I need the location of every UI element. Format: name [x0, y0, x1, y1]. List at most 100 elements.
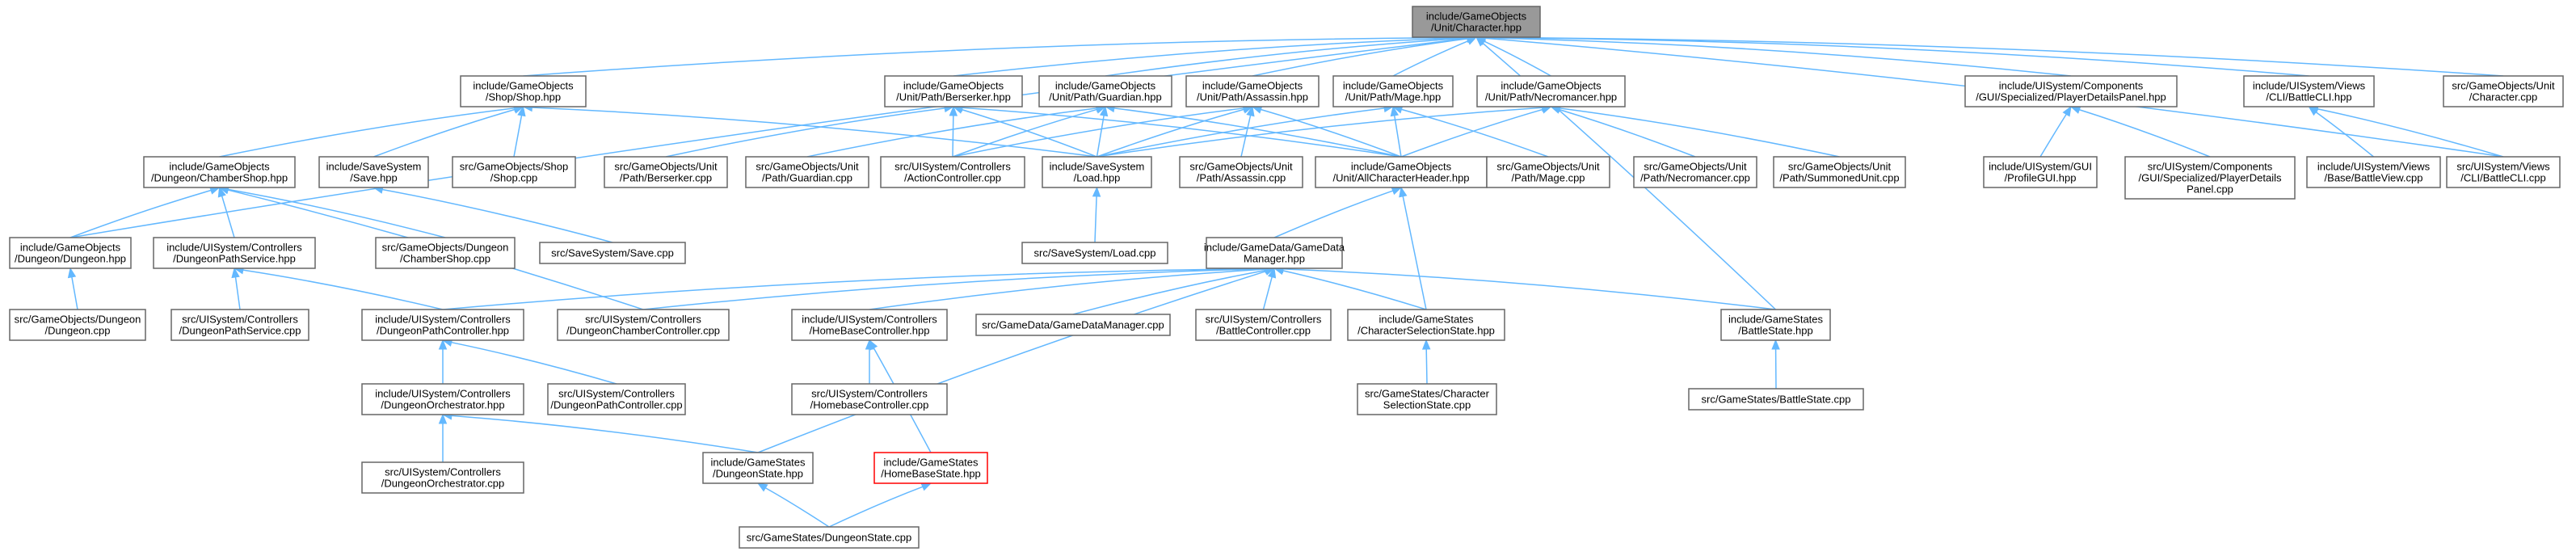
node-box[interactable] [1206, 237, 1343, 269]
node-dpsvccpp[interactable]: src/UISystem/Controllers/DungeonPathServ… [170, 309, 309, 341]
node-box[interactable] [539, 242, 686, 264]
node-assacpp[interactable]: src/GameObjects/Unit/Path/Assassin.cpp [1179, 156, 1303, 188]
node-summoned[interactable]: src/GameObjects/Unit/Path/SummonedUnit.c… [1773, 156, 1906, 188]
node-box[interactable] [791, 309, 948, 341]
node-bclicpp[interactable]: src/UISystem/Views/CLI/BattleCLI.cpp [2446, 156, 2561, 188]
node-box[interactable] [604, 156, 728, 188]
node-box[interactable] [1179, 156, 1303, 188]
node-battlectrl[interactable]: src/UISystem/Controllers/BattleControlle… [1195, 309, 1332, 341]
node-box[interactable] [9, 237, 132, 269]
node-box[interactable] [2306, 156, 2441, 188]
node-berscpp[interactable]: src/GameObjects/Unit/Path/Berserker.cpp [604, 156, 728, 188]
node-box[interactable] [1773, 156, 1906, 188]
node-box[interactable] [2243, 75, 2375, 107]
node-box[interactable] [1412, 6, 1541, 38]
node-dpctrl[interactable]: include/UISystem/Controllers/DungeonPath… [361, 309, 524, 341]
node-box[interactable] [1964, 75, 2178, 107]
node-box[interactable] [1347, 309, 1505, 341]
node-box[interactable] [2446, 156, 2561, 188]
node-loadcpp[interactable]: src/SaveSystem/Load.cpp [1021, 242, 1168, 264]
node-guardcpp[interactable]: src/GameObjects/Unit/Path/Guardian.cpp [745, 156, 869, 188]
node-assassin[interactable]: include/GameObjects/Unit/Path/Assassin.h… [1185, 75, 1320, 107]
node-dstate[interactable]: include/GameStates/DungeonState.hpp [702, 452, 814, 484]
node-box[interactable] [1476, 75, 1626, 107]
node-pdpcpp[interactable]: src/UISystem/Components/GUI/Specialized/… [2124, 156, 2296, 200]
node-pdp[interactable]: include/UISystem/Components/GUI/Speciali… [1964, 75, 2178, 107]
node-box[interactable] [880, 156, 1025, 188]
node-dpctrlcpp[interactable]: src/UISystem/Controllers/DungeonPathCont… [547, 383, 686, 415]
node-box[interactable] [739, 526, 920, 549]
node-mage[interactable]: include/GameObjects/Unit/Path/Mage.hpp [1332, 75, 1454, 107]
node-box[interactable] [1038, 75, 1172, 107]
node-box[interactable] [361, 309, 524, 341]
node-battlestate[interactable]: include/GameStates/BattleState.hpp [1720, 309, 1831, 341]
node-dungeoncpp[interactable]: src/GameObjects/Dungeon/Dungeon.cpp [9, 309, 146, 341]
node-dstatecpp[interactable]: src/GameStates/DungeonState.cpp [739, 526, 920, 549]
node-magecpp[interactable]: src/GameObjects/Unit/Path/Mage.cpp [1486, 156, 1610, 188]
node-box[interactable] [702, 452, 814, 484]
node-box[interactable] [745, 156, 869, 188]
node-berserker[interactable]: include/GameObjects/Unit/Path/Berserker.… [884, 75, 1023, 107]
node-dchctrl[interactable]: src/UISystem/Controllers/DungeonChamberC… [557, 309, 730, 341]
node-box[interactable] [557, 309, 730, 341]
node-charsel[interactable]: include/GameStates/CharacterSelectionSta… [1347, 309, 1505, 341]
node-box[interactable] [1720, 309, 1831, 341]
node-hbctrl[interactable]: include/UISystem/Controllers/HomeBaseCon… [791, 309, 948, 341]
node-necro[interactable]: include/GameObjects/Unit/Path/Necromance… [1476, 75, 1626, 107]
node-box[interactable] [2443, 75, 2564, 107]
node-necrocpp[interactable]: src/GameObjects/Unit/Path/Necromancer.cp… [1633, 156, 1757, 188]
node-chshopcpp[interactable]: src/GameObjects/Dungeon/ChamberShop.cpp [375, 237, 516, 269]
node-charcpp[interactable]: src/GameObjects/Unit/Character.cpp [2443, 75, 2564, 107]
node-gdm[interactable]: include/GameData/GameDataManager.hpp [1204, 237, 1345, 269]
node-box[interactable] [153, 237, 316, 269]
node-charselcpp[interactable]: src/GameStates/CharacterSelectionState.c… [1357, 383, 1497, 415]
node-box[interactable] [791, 383, 948, 415]
node-box[interactable] [1983, 156, 2098, 188]
node-box[interactable] [375, 237, 516, 269]
node-box[interactable] [1688, 388, 1864, 411]
node-dorch[interactable]: include/UISystem/Controllers/DungeonOrch… [361, 383, 524, 415]
node-box[interactable] [1185, 75, 1320, 107]
node-actionctrl[interactable]: src/UISystem/Controllers/ActionControlle… [880, 156, 1025, 188]
node-box[interactable] [975, 314, 1171, 336]
node-battlestatecpp[interactable]: src/GameStates/BattleState.cpp [1688, 388, 1864, 411]
node-box[interactable] [143, 156, 296, 188]
node-box[interactable] [547, 383, 686, 415]
node-box[interactable] [1486, 156, 1610, 188]
node-savehpp[interactable]: include/SaveSystem/Save.hpp [318, 156, 429, 188]
node-box[interactable] [1332, 75, 1454, 107]
node-bview[interactable]: include/UISystem/Views/Base/BattleView.c… [2306, 156, 2441, 188]
node-box[interactable] [9, 309, 146, 341]
node-chambershop[interactable]: include/GameObjects/Dungeon/ChamberShop.… [143, 156, 296, 188]
node-box[interactable] [1315, 156, 1488, 188]
node-box[interactable] [873, 452, 988, 484]
node-dorchcpp[interactable]: src/UISystem/Controllers/DungeonOrchestr… [361, 461, 524, 494]
node-hbctrlcpp[interactable]: src/UISystem/Controllers/HomebaseControl… [791, 383, 948, 415]
node-box[interactable] [1357, 383, 1497, 415]
node-box[interactable] [2124, 156, 2296, 200]
node-dungeonhpp[interactable]: include/GameObjects/Dungeon/Dungeon.hpp [9, 237, 132, 269]
node-loadhpp[interactable]: include/SaveSystem/Load.hpp [1042, 156, 1152, 188]
node-savecpp[interactable]: src/SaveSystem/Save.cpp [539, 242, 686, 264]
node-shop[interactable]: include/GameObjects/Shop/Shop.hpp [460, 75, 587, 107]
node-gdmcpp[interactable]: src/GameData/GameDataManager.cpp [975, 314, 1171, 336]
node-box[interactable] [452, 156, 576, 188]
node-box[interactable] [1195, 309, 1332, 341]
node-box[interactable] [460, 75, 587, 107]
node-box[interactable] [318, 156, 429, 188]
node-box[interactable] [170, 309, 309, 341]
node-box[interactable] [884, 75, 1023, 107]
node-guardian[interactable]: include/GameObjects/Unit/Path/Guardian.h… [1038, 75, 1172, 107]
node-dpsvc[interactable]: include/UISystem/Controllers/DungeonPath… [153, 237, 316, 269]
node-box[interactable] [361, 461, 524, 494]
node-char[interactable]: include/GameObjects/Unit/Character.hpp [1412, 6, 1541, 38]
node-box[interactable] [1633, 156, 1757, 188]
node-box[interactable] [361, 383, 524, 415]
node-box[interactable] [1042, 156, 1152, 188]
node-bcli[interactable]: include/UISystem/Views/CLI/BattleCLI.hpp [2243, 75, 2375, 107]
node-box[interactable] [1021, 242, 1168, 264]
node-allchar[interactable]: include/GameObjects/Unit/AllCharacterHea… [1315, 156, 1488, 188]
node-shopcpp[interactable]: src/GameObjects/Shop/Shop.cpp [452, 156, 576, 188]
node-profilegui[interactable]: include/UISystem/GUI/ProfileGUI.hpp [1983, 156, 2098, 188]
node-hbstate[interactable]: include/GameStates/HomeBaseState.hpp [873, 452, 988, 484]
